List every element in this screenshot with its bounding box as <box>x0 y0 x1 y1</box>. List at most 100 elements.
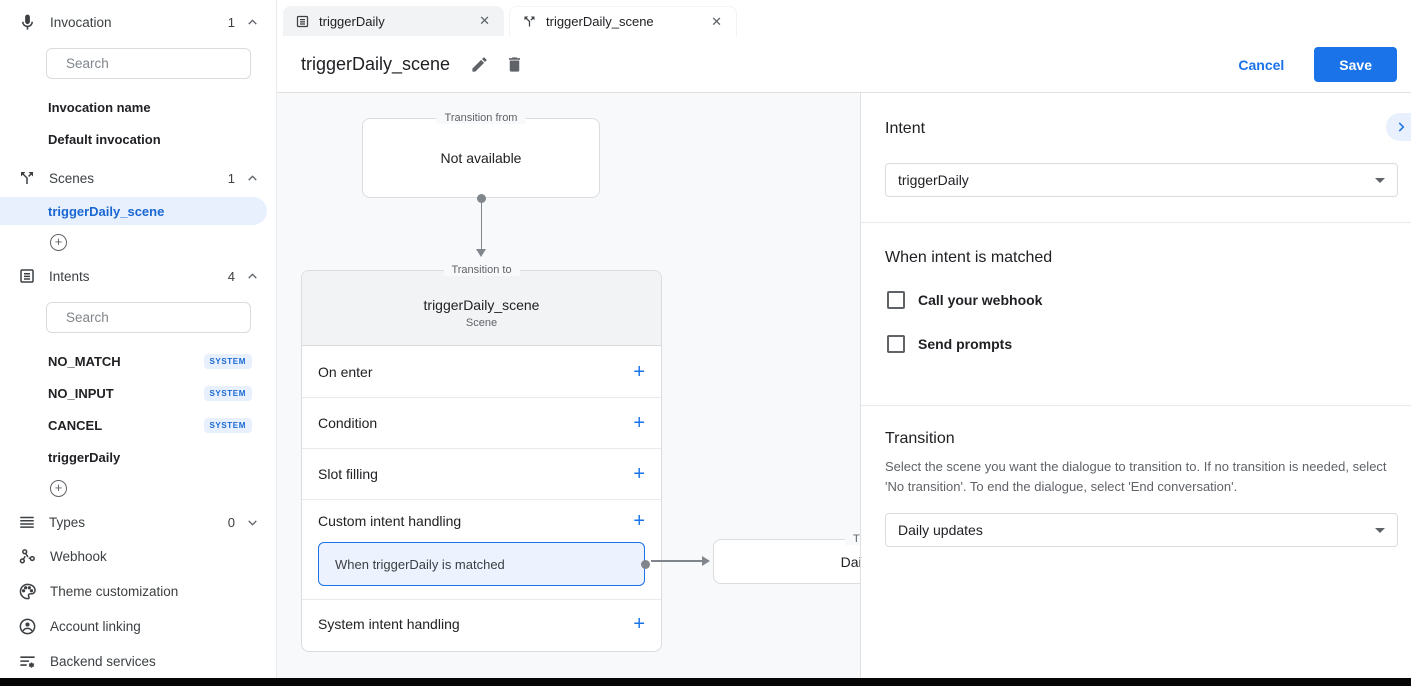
add-icon[interactable]: + <box>633 510 645 532</box>
sidebar-section-invocation[interactable]: Invocation 1 <box>0 5 276 39</box>
call-webhook-checkbox-row[interactable]: Call your webhook <box>887 291 1042 309</box>
sidebar-item-no-match[interactable]: NO_MATCH SYSTEM <box>0 345 276 377</box>
custom-intent-handling-header[interactable]: Custom intent handling + <box>302 500 661 542</box>
transition-target-card[interactable]: Transition to Daily updates <box>713 533 860 584</box>
checkbox-label: Send prompts <box>918 336 1013 352</box>
intent-select[interactable]: triggerDaily <box>885 163 1398 197</box>
intent-editor-panel: Intent triggerDaily When intent is match… <box>860 93 1411 678</box>
row-label: Condition <box>318 415 378 431</box>
connector-line-vertical <box>480 200 482 250</box>
scene-row-condition[interactable]: Condition + <box>302 397 661 448</box>
webhook-icon <box>19 549 35 564</box>
plus-icon: + <box>54 234 63 249</box>
sidebar-item-triggerdaily[interactable]: triggerDaily <box>0 441 276 473</box>
cancel-button[interactable]: Cancel <box>1238 56 1285 73</box>
intent-select-value: triggerDaily <box>898 172 969 188</box>
transition-select[interactable]: Daily updates <box>885 513 1398 547</box>
scene-row-system-intent-handling[interactable]: System intent handling + <box>302 599 661 648</box>
intent-heading: Intent <box>885 120 926 137</box>
transition-from-legend: Transition from <box>436 112 526 124</box>
account-icon <box>19 618 36 635</box>
section-count: 1 <box>227 14 235 30</box>
checkbox-label: Call your webhook <box>918 292 1043 308</box>
add-icon[interactable]: + <box>633 360 645 383</box>
tab-label: triggerDaily <box>319 13 385 29</box>
page-title: triggerDaily_scene <box>301 54 451 74</box>
chevron-up-icon <box>248 18 257 25</box>
item-label: Invocation name <box>48 99 151 115</box>
matched-heading: When intent is matched <box>885 249 1053 266</box>
scene-card: Transition to triggerDaily_scene Scene O… <box>301 264 662 652</box>
link-label: Theme customization <box>50 584 179 599</box>
sidebar-item-invocation-name[interactable]: Invocation name <box>0 91 276 123</box>
row-label: On enter <box>318 363 373 380</box>
search-input[interactable] <box>66 56 243 71</box>
matched-intent-item[interactable]: When triggerDaily is matched <box>318 542 650 586</box>
transition-select-value: Daily updates <box>898 522 983 538</box>
window-bottom-edge <box>0 678 1411 686</box>
tab-triggerdaily[interactable]: triggerDaily ✕ <box>283 6 504 36</box>
intent-tab-icon <box>296 15 309 27</box>
add-scene-button[interactable]: + <box>0 227 276 257</box>
arrowhead-down-icon <box>476 249 486 257</box>
types-icon <box>20 516 34 528</box>
transition-to-legend: Transition to <box>443 264 520 276</box>
tab-label: triggerDaily_scene <box>546 14 654 29</box>
scenes-icon <box>21 172 33 184</box>
sidebar-section-intents[interactable]: Intents 4 <box>0 259 276 293</box>
transition-to-legend: Transition to <box>844 533 860 545</box>
collapse-panel-button[interactable] <box>1386 113 1411 141</box>
save-button[interactable]: Save <box>1314 47 1397 82</box>
scene-diagram-canvas[interactable]: Transition from Not available Transition… <box>277 93 860 678</box>
plus-icon: + <box>54 480 63 495</box>
intents-icon <box>20 269 34 283</box>
sidebar-item-backend-services[interactable]: Backend services <box>0 644 276 678</box>
sidebar-item-triggerdaily-scene[interactable]: triggerDaily_scene <box>0 197 267 225</box>
transition-description: Select the scene you want the dialogue t… <box>885 459 1387 494</box>
sidebar-item-theme-customization[interactable]: Theme customization <box>0 574 276 609</box>
row-label: Slot filling <box>318 466 378 482</box>
scene-card-header: triggerDaily_scene Scene <box>302 271 661 346</box>
item-label: NO_INPUT <box>48 385 114 401</box>
checkbox[interactable] <box>887 291 905 309</box>
sidebar-section-scenes[interactable]: Scenes 1 <box>0 161 276 195</box>
scene-row-custom-intent-handling: Custom intent handling + When triggerDai… <box>302 499 661 586</box>
scene-row-on-enter[interactable]: On enter + <box>302 346 661 397</box>
row-label: System intent handling <box>318 616 460 632</box>
send-prompts-checkbox-row[interactable]: Send prompts <box>887 335 1012 353</box>
sidebar-item-webhook[interactable]: Webhook <box>0 539 276 574</box>
search-input[interactable] <box>66 310 243 325</box>
section-label: Types <box>49 514 86 530</box>
scene-row-slot-filling[interactable]: Slot filling + <box>302 448 661 499</box>
sidebar-item-cancel[interactable]: CANCEL SYSTEM <box>0 409 276 441</box>
edit-title-button[interactable] <box>470 55 489 74</box>
add-icon[interactable]: + <box>633 412 645 434</box>
add-intent-button[interactable]: + <box>0 473 276 503</box>
tab-triggerdaily-scene[interactable]: triggerDaily_scene ✕ <box>509 6 737 36</box>
sidebar-item-default-invocation[interactable]: Default invocation <box>0 123 276 155</box>
dropdown-arrow-icon <box>1375 178 1385 183</box>
add-icon[interactable]: + <box>633 613 645 635</box>
add-icon[interactable]: + <box>633 463 645 485</box>
item-label: triggerDaily <box>48 449 121 465</box>
chevron-right-icon <box>1398 122 1405 132</box>
item-label: Default invocation <box>48 131 161 147</box>
transition-from-box: Transition from Not available <box>362 112 600 198</box>
sidebar-item-account-linking[interactable]: Account linking <box>0 609 276 644</box>
divider <box>861 405 1411 406</box>
sidebar-section-types[interactable]: Types 0 <box>0 505 276 539</box>
delete-scene-button[interactable] <box>505 55 524 74</box>
system-badge: SYSTEM <box>203 353 252 369</box>
link-label: Account linking <box>50 619 141 634</box>
close-icon[interactable]: ✕ <box>711 13 722 29</box>
checkbox[interactable] <box>887 335 905 353</box>
close-icon[interactable]: ✕ <box>479 13 490 28</box>
connector-dot <box>640 559 650 569</box>
section-label: Intents <box>49 268 90 284</box>
arrowhead-right-icon <box>702 555 710 566</box>
transition-heading: Transition <box>885 430 955 447</box>
main-header: triggerDaily ✕ triggerDaily_scene ✕ trig… <box>277 0 1411 93</box>
section-count: 0 <box>227 514 235 530</box>
sidebar-item-no-input[interactable]: NO_INPUT SYSTEM <box>0 377 276 409</box>
intents-search <box>46 302 251 333</box>
